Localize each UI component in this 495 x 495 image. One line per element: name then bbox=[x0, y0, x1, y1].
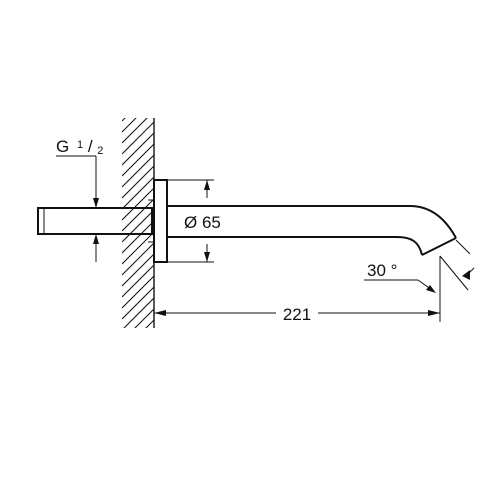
thread-prefix: G bbox=[56, 137, 69, 156]
length-arrow-right bbox=[428, 310, 440, 316]
thread-slash: / bbox=[88, 137, 93, 156]
wall-hatch-line bbox=[122, 154, 154, 188]
spout bbox=[167, 205, 457, 256]
length-label: 221 bbox=[283, 305, 311, 324]
spout-outline bbox=[167, 205, 457, 256]
angle-ext-line bbox=[439, 255, 469, 291]
wall-hatch-line bbox=[122, 264, 154, 298]
length-arrow-left bbox=[154, 310, 166, 316]
wall-hatch-line bbox=[122, 242, 154, 276]
thread-arrow-bottom bbox=[93, 234, 99, 244]
wall-hatch-line bbox=[122, 121, 154, 155]
wall-hatch-line bbox=[122, 364, 154, 396]
wall bbox=[122, 78, 155, 407]
wall-hatch-line bbox=[122, 165, 154, 199]
wall-hatch-line bbox=[122, 209, 154, 243]
wall-hatch-line bbox=[122, 331, 154, 363]
angle-unit: ° bbox=[391, 261, 398, 280]
angle-arrow-right bbox=[462, 270, 470, 280]
angle-arrow-right-tail bbox=[465, 267, 475, 277]
wall-hatch-line bbox=[145, 319, 154, 328]
angle-dimension: 30 ° bbox=[364, 239, 475, 293]
wall-hatch-line bbox=[122, 231, 154, 265]
wall-hatch-line bbox=[122, 342, 154, 374]
thread-arrow-top bbox=[93, 198, 99, 208]
rosette bbox=[148, 179, 168, 263]
angle-value: 30 bbox=[367, 261, 386, 280]
length-dimension: 221 bbox=[154, 256, 441, 324]
thread-label: G 1 / 2 bbox=[56, 133, 103, 157]
wall-hatch-line bbox=[122, 118, 137, 133]
thread-denominator: 2 bbox=[97, 145, 103, 157]
wall-hatch-line bbox=[122, 187, 154, 221]
angle-ext-line-2 bbox=[455, 239, 471, 255]
rosette-plate bbox=[153, 179, 168, 263]
connector-pipe-body bbox=[37, 207, 153, 235]
angle-label: 30 ° bbox=[367, 261, 397, 280]
angle-arrow-left bbox=[426, 285, 436, 293]
wall-hatch-line bbox=[122, 118, 126, 122]
diameter-arrow-bottom bbox=[204, 252, 210, 262]
diameter-value: 65 bbox=[202, 213, 221, 232]
diameter-dimension: Ø 65 bbox=[167, 179, 221, 263]
wall-hatch-line bbox=[122, 253, 154, 287]
diameter-arrow-top bbox=[204, 180, 210, 190]
wall-hatch-line bbox=[122, 275, 154, 309]
wall-hatching bbox=[122, 78, 154, 407]
wall-hatch-line bbox=[122, 353, 154, 385]
wall-hatch-line bbox=[122, 286, 154, 320]
wall-hatch-line bbox=[123, 297, 154, 328]
wall-hatch-line bbox=[122, 198, 154, 232]
diameter-symbol: Ø bbox=[184, 213, 197, 232]
wall-hatch-line bbox=[122, 176, 154, 210]
connector-pipe bbox=[37, 207, 153, 235]
wall-hatch-line bbox=[122, 132, 154, 166]
wall-hatch-line bbox=[122, 220, 154, 254]
thread-dimension: G 1 / 2 bbox=[56, 133, 103, 262]
wall-hatch-line bbox=[122, 143, 154, 177]
wall-hatch-line bbox=[134, 308, 154, 328]
thread-numerator: 1 bbox=[77, 139, 83, 151]
diameter-label: Ø 65 bbox=[184, 213, 221, 232]
wall-hatch-line bbox=[122, 78, 154, 110]
wall-hatch-line bbox=[122, 118, 148, 144]
wall-hatch-line bbox=[122, 375, 154, 407]
